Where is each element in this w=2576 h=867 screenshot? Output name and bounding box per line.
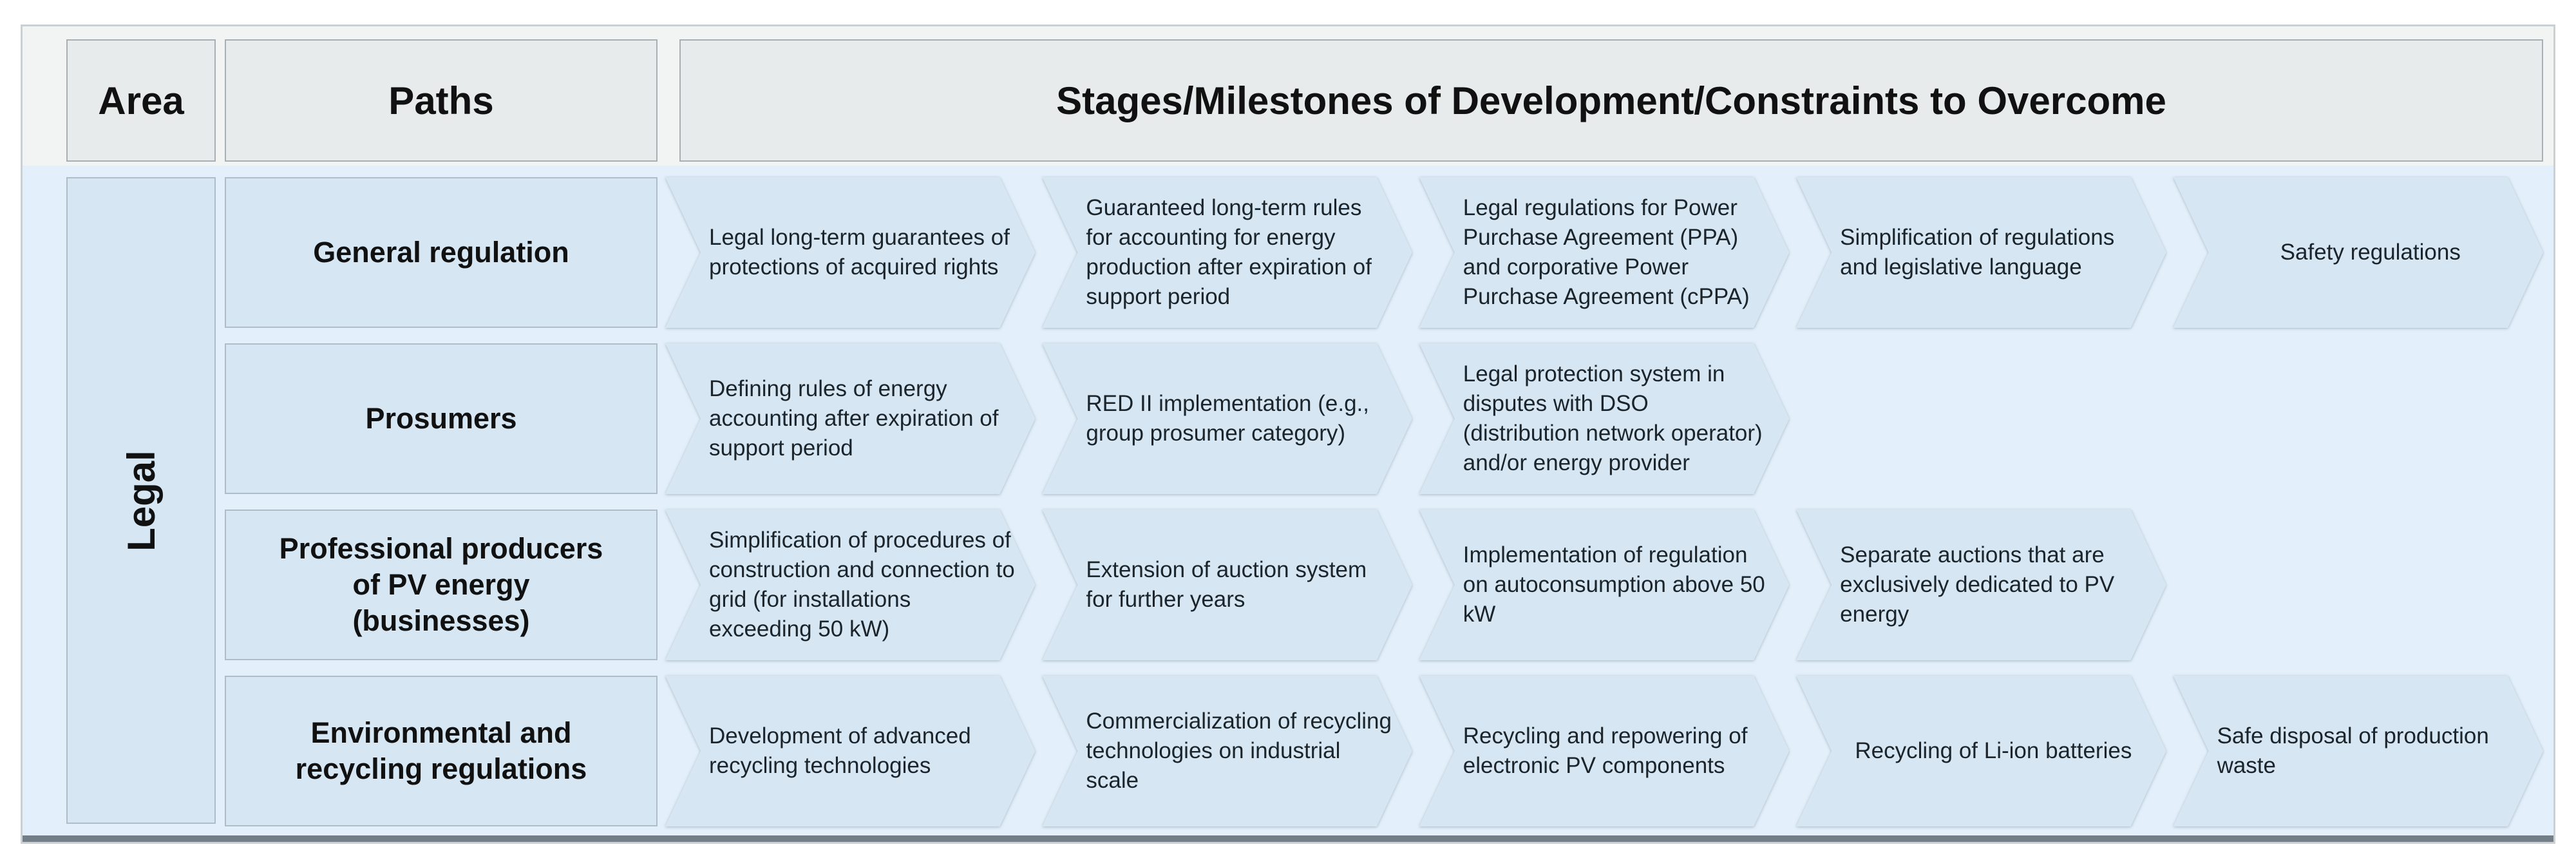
stage-arrow: Implementation of regulation on autocons… (1419, 510, 1789, 660)
stage-arrow-shape: Commercialization of recycling technolog… (1042, 676, 1412, 826)
stage-arrow: Safety regulations (2174, 177, 2543, 328)
bottom-bar (23, 835, 2553, 842)
stage-text: Development of advanced recycling techno… (709, 723, 971, 778)
stage-arrows: Simplification of procedures of construc… (665, 510, 2543, 660)
stage-arrow-shape: Separate auctions that are exclusively d… (1796, 510, 2166, 660)
stage-arrow-shape: Safety regulations (2174, 177, 2543, 328)
stage-text: RED II implementation (e.g., group prosu… (1086, 391, 1370, 446)
stage-text: Commercialization of recycling technolog… (1086, 709, 1392, 793)
stage-text: Simplification of procedures of construc… (709, 528, 1015, 642)
stage-arrow: Recycling and repowering of electronic P… (1419, 676, 1789, 826)
rows-container: General regulation Legal long-term guaran… (225, 177, 2543, 826)
stage-text: Safe disposal of production waste (2217, 723, 2489, 778)
path-label-cell: Environmental and recycling regulations (225, 676, 658, 826)
stage-text: Implementation of regulation on autocons… (1463, 542, 1765, 627)
header-band: Area Paths Stages/Milestones of Developm… (23, 26, 2553, 166)
stage-arrow: Legal protection system in disputes with… (1419, 343, 1789, 494)
stage-arrow: Legal regulations for Power Purchase Agr… (1419, 177, 1789, 328)
stage-text: Legal long-term guarantees of protection… (709, 225, 1010, 280)
path-row: Prosumers Defining rules of energy accoun… (225, 343, 2543, 494)
stage-arrows: Legal long-term guarantees of protection… (665, 177, 2543, 328)
body-band: Legal General regulation Legal long-term … (23, 166, 2553, 835)
stage-text: Extension of auction system for further … (1086, 557, 1367, 612)
stage-arrow-shape: Legal regulations for Power Purchase Agr… (1419, 177, 1789, 328)
stage-arrow-shape: Simplification of regulations and legisl… (1796, 177, 2166, 328)
stage-arrow-shape: Development of advanced recycling techno… (665, 676, 1035, 826)
stage-arrow-shape: Implementation of regulation on autocons… (1419, 510, 1789, 660)
stage-arrow-shape: RED II implementation (e.g., group prosu… (1042, 343, 1412, 494)
path-row: Professional producers of PV energy (bus… (225, 510, 2543, 660)
stage-text: Safety regulations (2280, 240, 2461, 265)
area-cell-legal: Legal (66, 177, 216, 824)
stage-arrow: RED II implementation (e.g., group prosu… (1042, 343, 1412, 494)
stage-text: Recycling and repowering of electronic P… (1463, 723, 1748, 778)
stage-arrow-shape: Legal long-term guarantees of protection… (665, 177, 1035, 328)
stage-arrow-shape: Recycling and repowering of electronic P… (1419, 676, 1789, 826)
stage-arrow: Separate auctions that are exclusively d… (1796, 510, 2166, 660)
stage-arrow: Recycling of Li-ion batteries (1796, 676, 2166, 826)
header-stages-title: Stages/Milestones of Development/Constra… (679, 39, 2543, 162)
stage-arrow: Development of advanced recycling techno… (665, 676, 1035, 826)
stage-arrow-shape: Safe disposal of production waste (2174, 676, 2543, 826)
path-label-cell: General regulation (225, 177, 658, 328)
stage-text: Legal regulations for Power Purchase Agr… (1463, 195, 1750, 309)
stage-arrow: Extension of auction system for further … (1042, 510, 1412, 660)
stage-arrow: Simplification of procedures of construc… (665, 510, 1035, 660)
stage-text: Recycling of Li-ion batteries (1855, 738, 2132, 763)
stage-text: Defining rules of energy accounting afte… (709, 376, 999, 461)
stage-arrow-shape: Extension of auction system for further … (1042, 510, 1412, 660)
path-label-cell: Professional producers of PV energy (bus… (225, 510, 658, 660)
pv-legal-roadmap-figure: Area Paths Stages/Milestones of Developm… (21, 24, 2555, 844)
header-area: Area (66, 39, 216, 162)
stage-arrow-shape: Defining rules of energy accounting afte… (665, 343, 1035, 494)
stage-text: Guaranteed long-term rules for accountin… (1086, 195, 1372, 309)
stage-arrow: Commercialization of recycling technolog… (1042, 676, 1412, 826)
stage-arrow: Defining rules of energy accounting afte… (665, 343, 1035, 494)
stage-text: Simplification of regulations and legisl… (1840, 225, 2115, 280)
area-label: Legal (119, 450, 163, 551)
stage-arrows: Development of advanced recycling techno… (665, 676, 2543, 826)
stage-arrow-shape: Recycling of Li-ion batteries (1796, 676, 2166, 826)
stage-arrows: Defining rules of energy accounting afte… (665, 343, 2543, 494)
path-row: General regulation Legal long-term guaran… (225, 177, 2543, 328)
path-label-cell: Prosumers (225, 343, 658, 494)
stage-arrow-shape: Simplification of procedures of construc… (665, 510, 1035, 660)
stage-arrow: Guaranteed long-term rules for accountin… (1042, 177, 1412, 328)
stage-arrow-shape: Legal protection system in disputes with… (1419, 343, 1789, 494)
stage-arrow-shape: Guaranteed long-term rules for accountin… (1042, 177, 1412, 328)
stage-text: Separate auctions that are exclusively d… (1840, 542, 2115, 627)
header-paths: Paths (225, 39, 658, 162)
stage-text: Legal protection system in disputes with… (1463, 361, 1763, 475)
path-row: Environmental and recycling regulations D… (225, 676, 2543, 826)
stage-arrow: Simplification of regulations and legisl… (1796, 177, 2166, 328)
stage-arrow: Legal long-term guarantees of protection… (665, 177, 1035, 328)
stage-arrow: Safe disposal of production waste (2174, 676, 2543, 826)
